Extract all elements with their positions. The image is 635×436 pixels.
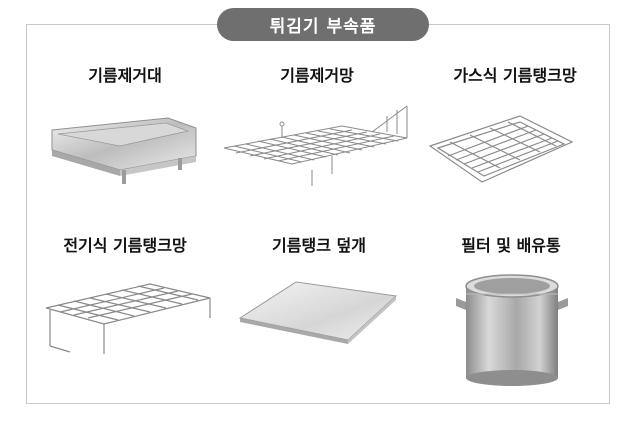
- item-electric-tank-rack[interactable]: 전기식 기름탱크망: [30, 232, 220, 392]
- item-oil-drain-tray[interactable]: 기름제거대: [30, 62, 220, 222]
- tank-cover-image: [238, 281, 398, 344]
- item-label: 전기식 기름탱크망: [63, 236, 187, 255]
- item-label: 필터 및 배유통: [461, 236, 561, 255]
- gas-tank-rack-image: [428, 115, 574, 183]
- item-gas-tank-rack[interactable]: 가스식 기름탱크망: [420, 62, 610, 222]
- oil-drain-rack-image: [223, 105, 408, 186]
- electric-tank-rack-image: [45, 283, 211, 354]
- item-tank-cover[interactable]: 기름탱크 덮개: [224, 232, 414, 392]
- item-label: 기름제거망: [280, 66, 354, 85]
- section-title: 튀김기 부속품: [217, 8, 429, 41]
- filter-drain-bucket-image: [456, 274, 568, 386]
- oil-drain-tray-image: [51, 117, 197, 184]
- item-label: 기름탱크 덮개: [272, 236, 366, 255]
- item-label: 가스식 기름탱크망: [453, 66, 577, 85]
- item-filter-drain-bucket[interactable]: 필터 및 배유통: [416, 232, 606, 392]
- item-label: 기름제거대: [88, 66, 162, 85]
- item-oil-drain-rack[interactable]: 기름제거망: [222, 62, 412, 222]
